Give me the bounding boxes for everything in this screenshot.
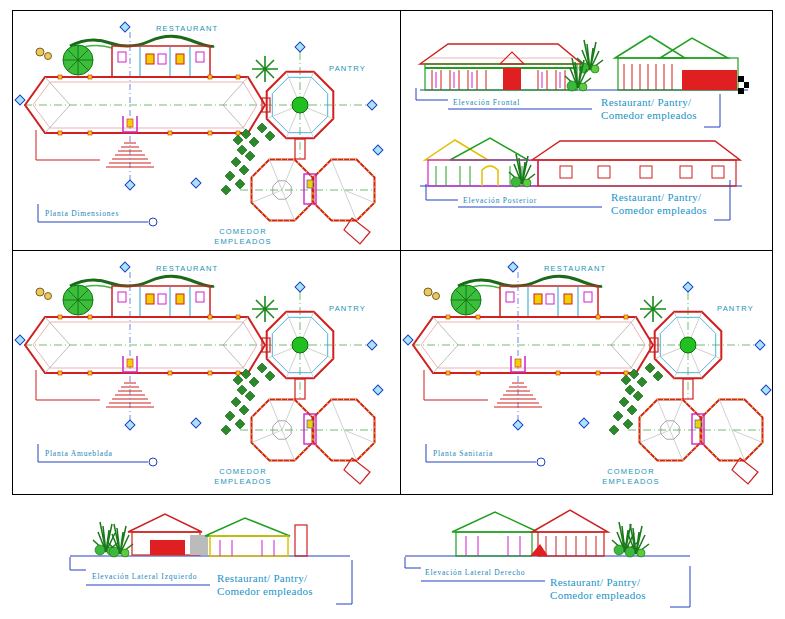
drawing-title: Elevación Lateral Izquierdo [92,572,197,581]
floor-plan [403,262,771,484]
floor-plan [15,262,383,484]
rear-elevation [509,154,535,187]
rear-elevation [482,166,498,186]
left-side-elevation [190,535,208,555]
front-elevation [738,76,744,82]
front-elevation [503,68,521,90]
left-side-elevation [107,524,133,557]
right-side-elevation [405,510,690,607]
right-side-elevation [466,536,520,556]
front-elevation [738,88,744,94]
rear-elevation [712,166,724,178]
front-elevation [420,44,582,64]
right-side-elevation [670,566,690,607]
left-side-elevation [86,585,210,586]
right-side-elevation [532,510,608,532]
room-name: RESTAURANT [156,264,218,274]
front-elevation [425,67,577,69]
room-name: PANTRY [329,304,366,314]
front-elevation [416,88,448,100]
front-elevation [744,82,749,88]
floor-plan [403,262,771,484]
right-side-elevation [405,557,421,568]
left-side-elevation [70,514,352,604]
drawing-panel: RESTAURANT PANTRY COMEDOR EMPLEADOS Planta … [12,10,401,251]
room-name: COMEDOR EMPLEADOS [599,467,663,487]
drawing-title: Elevación Posterior [463,196,537,205]
left-side-elevation [220,540,274,556]
front-elevation [432,70,565,90]
rear-elevation [714,180,730,220]
room-name: RESTAURANT [544,264,606,274]
drawing-caption: Restaurant/ Pantry/ Comedor empleados [601,96,713,122]
right-side-elevation [452,512,538,532]
rear-elevation [436,166,522,186]
drawing-panel: RESTAURANT PANTRY COMEDOR EMPLEADOS Planta … [400,250,773,495]
drawing-title: Elevación Lateral Derecho [425,568,525,577]
front-elevation [430,58,572,59]
front-elevation [416,36,749,127]
drawing-panel: RESTAURANT PANTRY COMEDOR EMPLEADOS Planta … [12,250,401,495]
drawing-caption: Restaurant/ Pantry/ Comedor empleados [611,191,723,217]
front-elevation [425,64,577,90]
right-side-elevation [456,532,532,556]
rear-elevation [532,141,740,160]
rear-elevation [680,166,692,178]
front-elevation [704,94,720,127]
front-elevation [682,70,737,90]
rear-elevation [560,166,724,178]
drawing-title: Planta Amueblada [45,449,113,458]
left-side-elevation [210,536,288,556]
drawing-title: Planta Sanitaria [433,449,493,458]
drawing-caption: Restaurant/ Pantry/ Comedor empleados [217,572,329,598]
left-side-elevation [205,518,290,536]
front-elevation [448,109,592,110]
front-elevation [618,58,738,90]
drawing-title: Elevación Frontal [453,98,520,107]
left-side-elevation [150,540,185,555]
room-name: PANTRY [717,304,754,314]
front-elevation [615,36,685,58]
front-elevation [436,72,560,88]
left-side-elevation [70,557,86,570]
rear-elevation [640,166,652,178]
rear-elevation [598,166,610,178]
drawing-title: Planta Dimensiones [45,209,119,218]
right-side-elevation [546,536,596,556]
front-elevation [500,52,524,64]
rear-elevation [426,184,458,200]
room-name: COMEDOR EMPLEADOS [211,227,275,247]
front-elevation [660,38,728,58]
right-side-elevation [623,524,649,557]
rear-elevation [538,160,736,186]
right-side-elevation [421,581,545,582]
room-name: PANTRY [329,64,366,74]
right-side-elevation [538,532,604,556]
floor-plan [15,22,383,244]
floor-plan [15,22,383,244]
left-side-elevation [128,514,202,532]
right-side-elevation [530,544,548,556]
floor-plan [15,262,383,484]
left-side-elevation [132,532,200,555]
rear-elevation [560,166,572,178]
front-elevation [565,58,591,91]
front-elevation [624,64,672,90]
room-name: RESTAURANT [156,24,218,34]
rear-elevation [458,207,602,208]
drawing-caption: Restaurant/ Pantry/ Comedor empleados [550,576,662,602]
left-side-elevation [295,525,307,556]
room-name: COMEDOR EMPLEADOS [211,467,275,487]
left-side-elevation [336,560,352,604]
drawing-panel: Elevación FrontalRestaurant/ Pantry/ Com… [400,10,773,251]
rear-elevation [420,138,742,220]
